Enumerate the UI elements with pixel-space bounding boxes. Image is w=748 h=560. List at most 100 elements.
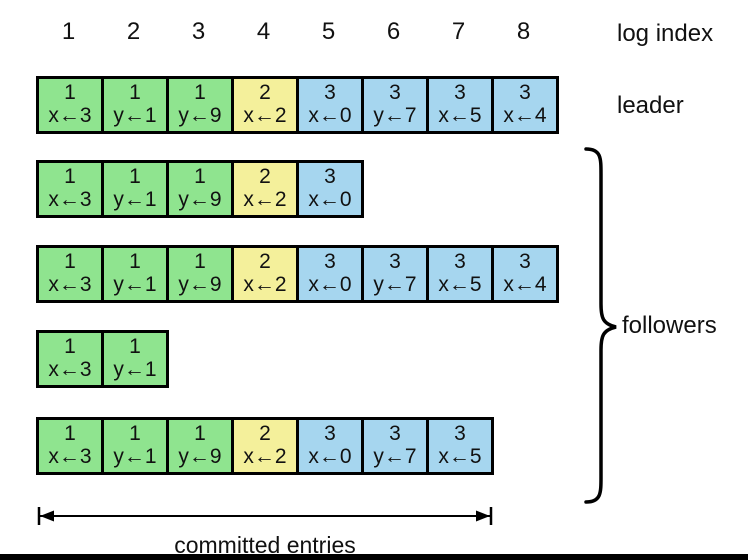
entry-term: 3 — [519, 250, 531, 274]
entry-term: 1 — [194, 422, 206, 446]
entry-term: 1 — [64, 250, 76, 274]
entry-command: x←3 — [48, 104, 92, 127]
entry-term: 1 — [129, 250, 141, 274]
log-index-8: 8 — [516, 18, 531, 45]
entry-command: y←9 — [178, 273, 222, 296]
entry-command: y←7 — [373, 445, 417, 468]
entry-command: x←2 — [243, 104, 287, 127]
log-index-2: 2 — [126, 18, 141, 45]
entry-term: 1 — [129, 335, 141, 359]
entry-term: 2 — [259, 81, 271, 105]
entry-term: 3 — [389, 81, 401, 105]
entry-command: y←1 — [113, 358, 157, 381]
bottom-bar — [0, 554, 748, 560]
entry-command: x←2 — [243, 188, 287, 211]
entry-command: x←0 — [308, 188, 352, 211]
entry-term: 1 — [194, 165, 206, 189]
entry-term: 3 — [324, 165, 336, 189]
entry-term: 2 — [259, 250, 271, 274]
log-index-label: log index — [617, 20, 714, 47]
entry-command: x←5 — [438, 273, 482, 296]
entry-command: x←0 — [308, 104, 352, 127]
entry-command: y←9 — [178, 104, 222, 127]
entry-command: x←0 — [308, 445, 352, 468]
entry-command: x←5 — [438, 445, 482, 468]
entry-term: 3 — [454, 250, 466, 274]
log-index-4: 4 — [256, 18, 271, 45]
followers-label: followers — [622, 312, 717, 339]
entry-command: y←9 — [178, 445, 222, 468]
entry-term: 3 — [324, 81, 336, 105]
entry-term: 1 — [129, 422, 141, 446]
entry-command: x←3 — [48, 273, 92, 296]
entry-command: x←2 — [243, 273, 287, 296]
leader-label: leader — [617, 92, 684, 119]
entry-command: y←1 — [113, 188, 157, 211]
entry-term: 1 — [129, 81, 141, 105]
entry-term: 3 — [389, 250, 401, 274]
entry-term: 1 — [64, 165, 76, 189]
entry-term: 3 — [389, 422, 401, 446]
entry-command: x←4 — [503, 104, 547, 127]
entry-command: y←1 — [113, 104, 157, 127]
committed-entries-label: committed entries — [174, 532, 356, 558]
entry-term: 1 — [194, 81, 206, 105]
entry-command: y←7 — [373, 273, 417, 296]
entry-command: x←3 — [48, 445, 92, 468]
followers-brace — [584, 147, 617, 504]
entry-command: x←2 — [243, 445, 287, 468]
entry-term: 1 — [194, 250, 206, 274]
entry-command: x←3 — [48, 188, 92, 211]
committed-arrow-icon — [37, 507, 493, 525]
committed-entries: committed entries — [36, 506, 494, 559]
log-index-7: 7 — [451, 18, 466, 45]
entry-term: 1 — [64, 335, 76, 359]
entry-term: 3 — [519, 81, 531, 105]
entry-command: x←3 — [48, 358, 92, 381]
entry-term: 3 — [454, 81, 466, 105]
log-index-3: 3 — [191, 18, 206, 45]
entry-term: 3 — [324, 250, 336, 274]
entry-term: 1 — [64, 81, 76, 105]
entry-term: 2 — [259, 165, 271, 189]
log-index-6: 6 — [386, 18, 401, 45]
entry-command: x←4 — [503, 273, 547, 296]
entry-term: 2 — [259, 422, 271, 446]
log-index-5: 5 — [321, 18, 336, 45]
entry-term: 3 — [324, 422, 336, 446]
entry-term: 1 — [129, 165, 141, 189]
